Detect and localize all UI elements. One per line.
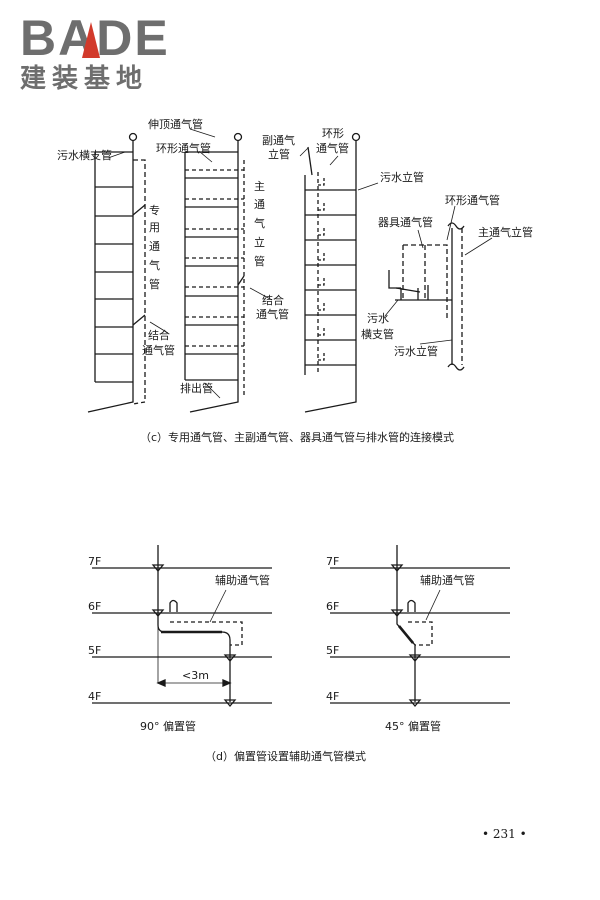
title-offset-45: 45° 偏置管 xyxy=(385,719,441,733)
label-main-vent-stack: 主通气立管 xyxy=(478,225,533,239)
fixture-vent-detail xyxy=(388,222,465,371)
label-main-vent-2: 通 xyxy=(254,198,265,211)
label-main-vent-4: 立 xyxy=(254,235,265,249)
label-joint-b2: 通气管 xyxy=(256,307,289,321)
leader-lines-c xyxy=(107,128,493,399)
bade-logo: BADE 建装基地 xyxy=(10,8,180,98)
label-waste-stack-2: 污水立管 xyxy=(394,344,438,358)
label-joint-b1: 结合 xyxy=(262,293,284,307)
label-joint-a1: 结合 xyxy=(148,328,170,342)
label-dedicated-3: 通 xyxy=(149,240,160,253)
assembly-dedicated-vent xyxy=(87,132,146,413)
logo-subtitle: 建装基地 xyxy=(20,64,149,94)
caption-c: （c）专用通气管、主副通气管、器具通气管与排水管的连接模式 xyxy=(140,430,454,444)
caption-d: （d）偏置管设置辅助通气管模式 xyxy=(205,749,366,763)
label-dimension: <3m xyxy=(182,669,209,682)
label-discharge: 排出管 xyxy=(180,381,213,395)
floor-6f-right: 6F xyxy=(326,600,339,613)
floor-7f-right: 7F xyxy=(326,555,339,568)
floor-5f-left: 5F xyxy=(88,644,101,657)
label-sec-vent-2: 立管 xyxy=(268,147,290,161)
label-loop-vent-3: 环形通气管 xyxy=(445,193,500,207)
label-waste-branch: 污水横支管 xyxy=(57,148,112,162)
floor-4f-right: 4F xyxy=(326,690,339,703)
label-dedicated-1: 专 xyxy=(149,203,160,217)
label-dedicated-4: 气 xyxy=(149,258,160,272)
assembly-secondary-vent xyxy=(304,132,361,413)
offset-90-diagram xyxy=(92,545,272,708)
label-waste-branch-2b: 横支管 xyxy=(361,327,394,341)
offset-45-diagram xyxy=(330,545,510,708)
label-fixture-vent: 器具通气管 xyxy=(378,215,433,229)
label-vent-top: 伸顶通气管 xyxy=(148,117,203,131)
page-number: • 231 • xyxy=(482,827,527,841)
floor-4f-left: 4F xyxy=(88,690,101,703)
label-waste-branch-2a: 污水 xyxy=(367,312,389,325)
label-aux-vent-left: 辅助通气管 xyxy=(215,573,270,587)
label-loop-vent-2a: 环形 xyxy=(322,127,344,140)
label-aux-vent-right: 辅助通气管 xyxy=(420,573,475,587)
title-offset-90: 90° 偏置管 xyxy=(140,719,196,733)
label-joint-a2: 通气管 xyxy=(142,343,175,357)
floor-7f-left: 7F xyxy=(88,555,101,568)
label-main-vent-1: 主 xyxy=(254,180,265,193)
label-dedicated-5: 管 xyxy=(149,277,160,291)
label-loop-vent-1: 环形通气管 xyxy=(156,141,211,155)
label-main-vent-5: 管 xyxy=(254,254,265,268)
label-loop-vent-2b: 通气管 xyxy=(316,141,349,155)
label-waste-stack-1: 污水立管 xyxy=(380,170,424,184)
floor-5f-right: 5F xyxy=(326,644,339,657)
floor-6f-left: 6F xyxy=(88,600,101,613)
label-main-vent-3: 气 xyxy=(254,216,265,230)
assembly-loop-vent xyxy=(184,132,245,413)
label-sec-vent-1: 副通气 xyxy=(262,133,295,147)
label-dedicated-2: 用 xyxy=(149,221,160,234)
logo-accent-icon xyxy=(82,22,100,58)
